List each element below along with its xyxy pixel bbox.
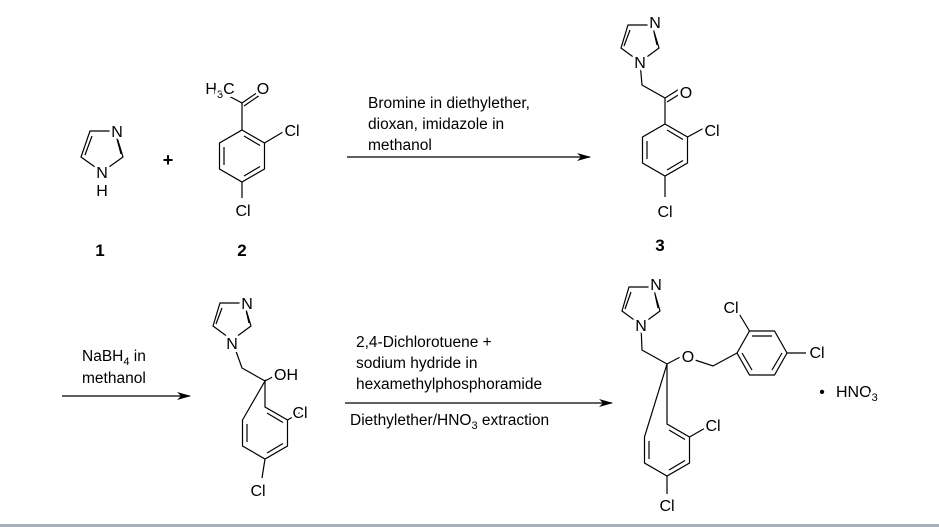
atom-cl-2: Cl [292,405,307,422]
condition-line: hexamethylphosphoramide [356,376,542,393]
compound-number: 1 [95,241,104,260]
atom-o: O [682,349,694,366]
atom-cl: Cl [723,300,738,317]
bonds [80,130,124,173]
bonds [218,91,284,198]
salt-dot: • [819,384,825,401]
atom-h3c: H3C [205,81,234,101]
plus-sign: + [163,150,174,170]
reaction-step-3: 2,4-Dichlorotuene + sodium hydride in he… [345,334,613,432]
bonds [621,286,806,494]
atom-o: O [257,81,269,98]
condition-line: dioxan, imidazole in [368,116,504,133]
compound-4-alcohol: N N OH Cl Cl [212,293,311,503]
condition-line: methanol [82,370,146,387]
condition-line: sodium hydride in [356,355,477,372]
bonds [620,24,707,197]
bonds [212,302,306,479]
atom-cl-4: Cl [657,204,672,221]
atom-n: N [241,296,253,313]
atom-n: N [226,336,238,353]
condition-line: Diethylether/HNO3 extraction [350,412,549,432]
compound-3-imidazolyl-ketone: N N O Cl Cl 3 [620,12,723,255]
atom-n: N [650,277,662,294]
atom-cl-4: Cl [235,203,250,220]
atom-cl: Cl [659,498,674,515]
compound-1-imidazole: N N H 1 [80,121,126,260]
compound-number: 2 [237,241,246,260]
atom-cl-2: Cl [704,123,719,140]
condition-line: NaBH4 in [82,348,146,368]
condition-line: 2,4-Dichlorotuene + [356,334,492,351]
atom-h: H [96,183,108,200]
atom-cl: Cl [809,345,824,362]
condition-line: methanol [368,137,432,154]
reaction-step-2: NaBH4 in methanol [62,348,191,400]
compound-2-dichloroacetophenone: H3C O Cl Cl 2 [202,78,302,260]
atom-n: N [635,318,647,335]
atom-cl-2: Cl [284,123,299,140]
atom-n: N [634,55,646,72]
atom-n: N [111,124,123,141]
atom-n: N [649,15,661,32]
atom-cl-4: Cl [250,483,265,500]
atom-o: O [680,85,692,102]
bottom-border [0,524,939,527]
condition-line: Bromine in diethylether, [368,95,530,112]
atom-cl: Cl [705,418,720,435]
compound-number: 3 [655,236,664,255]
atom-nh: N [96,165,108,182]
compound-5-miconazole-nitrate: N N O Cl Cl Cl Cl • HNO3 [621,274,881,518]
nitric-acid-label: HNO3 [836,384,878,404]
atom-oh: OH [274,367,298,384]
reaction-step-1: Bromine in diethylether, dioxan, imidazo… [347,95,591,161]
